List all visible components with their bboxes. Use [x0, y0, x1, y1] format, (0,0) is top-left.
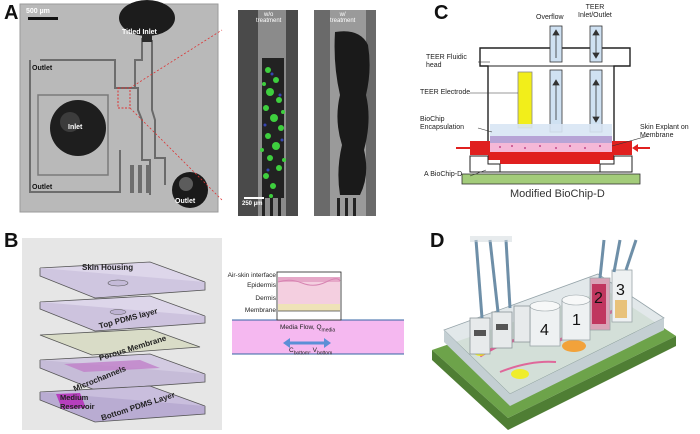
- label-teer-electrode: TEER Electrode: [420, 89, 471, 96]
- label-media-flow: Media Flow, Qmedia: [280, 324, 335, 333]
- label-air-skin: Air-skin interface: [227, 272, 276, 279]
- channel-outline: [29, 60, 121, 193]
- well-2: [589, 277, 611, 331]
- panel-c-letter: C: [434, 2, 449, 24]
- caption-modified-biochip: Modified BioChip-D: [510, 188, 605, 200]
- tubes-left: [474, 239, 512, 319]
- medium-reservoir: [56, 393, 86, 409]
- panel-b-letter: B: [4, 230, 19, 252]
- label-medium-reservoir: Medium Reservoir: [60, 393, 95, 411]
- scale-bar-250: [244, 197, 264, 199]
- well-1: [561, 294, 591, 341]
- well-3: [611, 269, 633, 323]
- scale-bar-500: [28, 17, 58, 20]
- c-bottom-sub: bottom: [293, 350, 309, 357]
- label-overflow: Overflow: [536, 14, 564, 21]
- media-flow-text: Media Flow, Q: [280, 324, 322, 331]
- label-biochip-encap: BioChip Encapsulation: [420, 116, 464, 131]
- label-skin-housing: Skin Housing: [82, 263, 134, 272]
- skin-layer-dermis: [490, 143, 612, 152]
- label-wo-treatment: w/o treatment: [256, 12, 282, 24]
- green-base: [461, 173, 641, 185]
- label-c-v-bottom: Cbottom, Vbottom: [289, 347, 333, 357]
- layer-porous-membrane: [39, 328, 201, 356]
- valve-block-left: [469, 305, 531, 355]
- label-outlet-right: Outlet: [175, 198, 196, 205]
- chamber-orange: [562, 340, 586, 352]
- biochip-base: [469, 155, 633, 173]
- media-channel: [232, 320, 404, 354]
- well-label-3: 3: [616, 282, 625, 299]
- zoom-box: [117, 87, 131, 109]
- well-label-2: 2: [594, 290, 603, 307]
- scale-label-500: 500 µm: [26, 8, 50, 15]
- label-inlet: Inlet: [68, 124, 83, 131]
- channel-red-left: [470, 141, 490, 155]
- label-biochip-d-side: A BioChip-D: [424, 171, 463, 178]
- label-membrane: Membrane: [244, 307, 276, 314]
- label-dermis: Dermis: [255, 295, 276, 302]
- membrane-layer: [278, 304, 340, 311]
- scale-label-250: 250 µm: [242, 201, 263, 207]
- tubes-right: [598, 239, 638, 279]
- label-outlet-top: Outlet: [32, 65, 53, 72]
- green-cells: [260, 67, 286, 198]
- skin-layer-top: [490, 136, 612, 143]
- titled-inlet-blob: [119, 0, 175, 36]
- panel-d-letter: D: [430, 230, 445, 252]
- label-outlet-bottom: Outlet: [32, 184, 53, 191]
- c-bottom-text: C: [289, 347, 294, 354]
- label-teer-inlet: TEER Inlet/Outlet: [578, 4, 612, 19]
- v-bottom-sub: bottom: [316, 350, 333, 357]
- label-skin-explant: Skin Explant on Membrane: [640, 124, 689, 139]
- label-epidermis: Epidermis: [247, 282, 276, 289]
- media-flow-sub: media: [321, 327, 336, 334]
- panel-a-letter: A: [4, 2, 19, 24]
- well-label-1: 1: [572, 312, 581, 329]
- v-bottom-text: V: [312, 347, 317, 354]
- well-label-4: 4: [540, 322, 549, 339]
- label-w-treatment: w/ treatment: [330, 12, 356, 24]
- label-titled-inlet: Titled Inlet: [122, 29, 157, 36]
- label-teer-fluidic: TEER Fluidic head: [426, 54, 467, 69]
